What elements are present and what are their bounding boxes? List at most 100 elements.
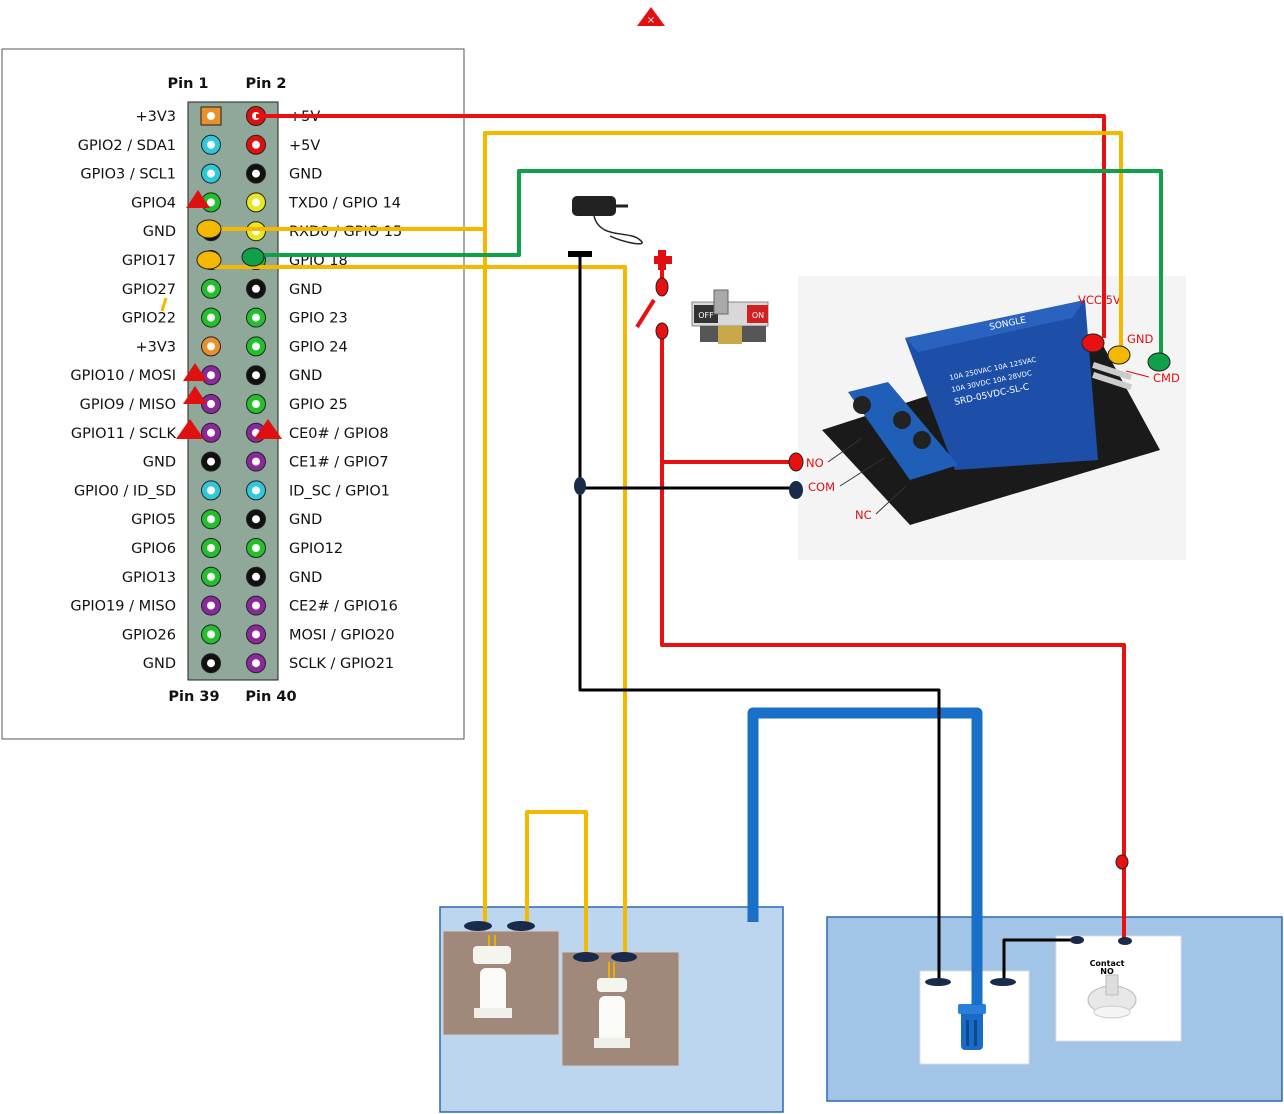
- tank-right: [826, 916, 1283, 1102]
- gpio-pin-hole: [207, 313, 215, 322]
- gpio-pin-hole: [252, 284, 260, 293]
- gpio-header-body: [187, 101, 279, 681]
- gpio-pin-hole: [252, 601, 260, 610]
- wire-green: [254, 169, 1163, 358]
- gpio-pin-hole: [207, 572, 215, 581]
- pin-label-left: GPIO13: [122, 570, 176, 586]
- power-adapter-icon: [572, 196, 643, 245]
- pin-label-left: GND: [143, 455, 176, 471]
- pin-label-right: GND: [289, 570, 322, 586]
- pin39-label: Pin 39: [168, 689, 219, 705]
- gpio-pin-hole: [252, 313, 260, 322]
- wire-black: [568, 251, 1077, 981]
- pin-label-left: GPIO0 / ID_SD: [74, 483, 176, 499]
- gpio-pin-hole: [252, 371, 260, 380]
- gpio-pin-hole: [207, 140, 215, 149]
- gpio-pin-hole: [252, 400, 260, 408]
- switch-off-label: OFF: [698, 311, 714, 320]
- pin-label-left: GPIO22: [122, 311, 176, 327]
- relay-vcc-label: VCC 5V: [1078, 293, 1121, 307]
- pin-label-left: GPIO17: [122, 253, 176, 269]
- relay-com-label: COM: [808, 480, 835, 494]
- pin-label-right: GPIO 24: [289, 339, 348, 355]
- pin-label-right: RXD0 / GPIO 15: [289, 224, 402, 240]
- water-pipe: [747, 707, 983, 1005]
- gpio-pin-hole: [252, 457, 260, 466]
- gpio-pin-hole: [252, 515, 260, 524]
- relay-module: SONGLE SRD-05VDC-SL-C 10A 250VAC 10A 125…: [798, 276, 1186, 560]
- pin-label-right: GPIO 25: [289, 397, 348, 413]
- warning-marker-top: ×: [637, 7, 665, 26]
- pin-label-left: GPIO4: [131, 195, 176, 211]
- relay-cmd-label: CMD: [1153, 371, 1180, 385]
- wire-stub: [160, 297, 168, 312]
- pin-label-right: GND: [289, 368, 322, 384]
- gpio-pin-hole: [207, 198, 215, 207]
- pin-label-right: GND: [289, 167, 322, 183]
- gpio-pin-hole: [207, 515, 215, 524]
- level-sensor: Contact NO: [1055, 935, 1182, 1042]
- gpio-pin-hole: [207, 112, 215, 120]
- relay-nc-label: NC: [855, 508, 872, 522]
- pin-label-right: SCLK / GPIO21: [289, 656, 394, 672]
- pin-label-right: GPIO12: [289, 541, 343, 557]
- gpio-pin-hole: [207, 630, 215, 639]
- pin-label-right: ID_SC / GPIO1: [289, 483, 390, 499]
- gpio-pin-hole: [207, 544, 215, 552]
- gpio-pin-hole: [207, 486, 215, 495]
- pin-label-right: CE2# / GPIO16: [289, 599, 398, 615]
- pin-label-right: GPIO 23: [289, 311, 348, 327]
- gpio-pin-hole: [207, 400, 215, 408]
- sensor-no-label: NO: [1100, 967, 1114, 976]
- gpio-pin-hole: [252, 140, 260, 149]
- pin-label-left: GPIO11 / SCLK: [71, 426, 177, 442]
- gpio-pin-hole: [207, 342, 215, 351]
- pin-label-right: GND: [289, 512, 322, 528]
- pin-label-left: GPIO27: [122, 282, 176, 298]
- pin-label-right: MOSI / GPIO20: [289, 627, 395, 643]
- svg-text:×: ×: [647, 15, 655, 26]
- pin2-label: Pin 2: [245, 76, 286, 92]
- gpio-pin-hole: [207, 371, 215, 380]
- gpio-pin-hole: [252, 572, 260, 581]
- warning-markers-gpio: [176, 190, 282, 439]
- relay-no-label: NO: [806, 456, 824, 470]
- gpio-pin-hole: [207, 428, 215, 437]
- pin-label-left: GPIO6: [131, 541, 176, 557]
- pin1-label: Pin 1: [167, 76, 208, 92]
- gpio-pin-hole: [207, 457, 215, 466]
- gpio-pin-hole: [252, 630, 260, 639]
- pin-label-left: +3V3: [135, 339, 176, 355]
- gpio-pin-hole: [207, 169, 215, 178]
- sensor-contact-label: Contact: [1090, 959, 1125, 968]
- gpio-pin-hole: [252, 169, 260, 178]
- wire-yellow: [210, 131, 1123, 955]
- toggle-switch-icon: OFF ON: [691, 289, 769, 344]
- pin-label-left: +3V3: [135, 109, 176, 125]
- gpio-pin-hole: [207, 284, 215, 293]
- pin-label-left: GND: [143, 224, 176, 240]
- pin-label-left: GPIO5: [131, 512, 176, 528]
- gpio-pin-hole: [207, 601, 215, 610]
- pin-label-left: GPIO3 / SCL1: [80, 167, 176, 183]
- float-switch-1: [442, 930, 560, 1036]
- gpio-pin-hole: [252, 486, 260, 495]
- gpio-pin-hole: [252, 544, 260, 552]
- switch-on-label: ON: [752, 311, 764, 320]
- pin-label-left: GPIO26: [122, 627, 176, 643]
- gpio-pin-hole: [207, 659, 215, 668]
- pin40-label: Pin 40: [245, 689, 296, 705]
- gpio-pin-hole: [252, 342, 260, 351]
- pin-label-left: GPIO9 / MISO: [80, 397, 176, 413]
- connector-nodes: [196, 219, 1171, 986]
- pin-label-right: +5V: [289, 138, 320, 154]
- pin-label-right: CE0# / GPIO8: [289, 426, 389, 442]
- relay-gnd-label: GND: [1127, 332, 1154, 346]
- pin-label-right: CE1# / GPIO7: [289, 455, 389, 471]
- pin-label-left: GPIO10 / MOSI: [70, 368, 176, 384]
- pin-label-right: GND: [289, 282, 322, 298]
- pin-label-left: GPIO19 / MISO: [70, 599, 176, 615]
- gpio-pin-hole: [252, 198, 260, 207]
